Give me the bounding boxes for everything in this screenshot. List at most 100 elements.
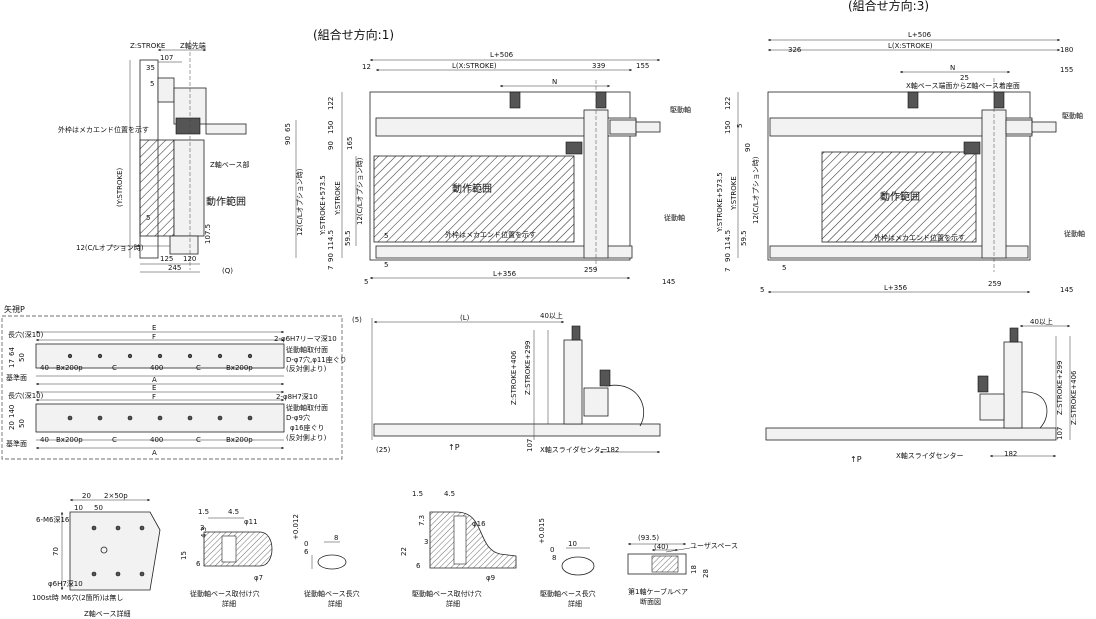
det3-section [429,511,517,569]
plan3-n: N [950,64,955,72]
arrowp-r1-hole: 2-φ6H7リーマ深10 [274,334,337,343]
det3-d4-5: 4.5 [444,490,455,498]
side-y-stroke: (Y:STROKE) [116,167,124,207]
zbase-note: 100st時 M6穴(2箇所)は無し [32,593,123,602]
plan1-d145: 145 [662,278,675,286]
plan1-cl: 12(C/Lオプション時) [356,157,364,225]
plan-view-dir1: L+506 L(X:STROKE) 12 339 155 N 駆動軸 従動軸 動… [319,51,691,286]
side-dim-107-5: 107.5 [204,224,212,244]
det1-d3: 3 [200,524,204,532]
side-dim-q: (Q) [222,267,233,275]
front-view-dir1: (5) (L) 40以上 Z:STROKE+406 Z:STROKE+299 1… [352,311,661,454]
plan3-cable-block-2 [993,91,1005,109]
arrow-view-p: 矢視P 長穴(深10) E F [1,304,347,460]
arrowp-holes-row1 [67,353,253,359]
z-tip-block [157,77,175,103]
plan3-d5c: 5 [760,286,764,294]
det3-d1-5: 1.5 [412,490,423,498]
front1-d5: (5) [352,316,362,324]
front3-d182: 182 [1004,450,1017,458]
arrowp-r2-slot: 長穴(深10) [8,391,44,400]
z-base-body [173,139,205,237]
det1-d4-3: 4.3 [200,527,208,538]
det5-cap1: 第1軸ケーブルベア [628,587,688,596]
plan3-d155: 155 [1060,66,1073,74]
det3-d9: φ9 [486,574,495,582]
front1-z-carriage [583,387,609,417]
plan3-z-block [963,141,981,155]
plan3-motion-label: 動作範囲 [880,190,920,203]
det1-d4-5: 4.5 [228,508,239,516]
det1-d7: φ7 [254,574,263,582]
det1-cap1: 従動軸ベース取付け穴 [190,589,260,598]
plan1-d90: 90 [327,141,335,150]
plan1-drive-axis: 駆動軸 [670,105,691,114]
arrowp-r1-50: 50 [18,353,26,362]
plan1-d155: 155 [636,62,649,70]
arrowp-frame [1,315,343,460]
plan1-ystroke: Y:STROKE [334,181,342,216]
det5-outer [627,553,687,575]
det1-d11: φ11 [244,518,258,526]
plan1-d259: 259 [584,266,597,274]
z-bracket [175,117,201,135]
arrowp-r1-a: A [152,376,157,384]
arrowp-r2-c2: C [196,436,201,444]
det1-d15: 15 [180,551,188,560]
detail-cable-bearer: (93.5) (40) ユーザスペース 28 18 第1軸ケーブルベア 断面図 [627,534,738,606]
zbase-m6: 6-M6深16 [36,515,70,524]
plan1-z-block [565,141,583,155]
arrowp-r2-e: E [152,384,156,392]
det4-d8: 8 [552,554,556,562]
plan3-d59-5: 59.5 [740,230,748,246]
arrowp-r1-mount: 従動軸取付面 [286,345,328,354]
plan3-d180: 180 [1060,46,1073,54]
title-direction-3: (組合せ方向:3) [848,0,929,13]
plan1-d122: 122 [327,97,335,110]
side-z-tip-label: Z軸先端 [180,41,206,50]
arrowp-r2-rev: (反対側より) [286,433,327,442]
det2-d6: 6 [304,548,309,556]
front3-z-column [1003,341,1023,429]
zbase-d50: 50 [94,504,103,512]
detail-follow-slot: 8 6 +0.012 0 従動軸ベース長穴 詳細 [292,514,360,608]
det3-d16: φ16 [472,520,486,528]
arrowp-r1-c1: C [112,364,117,372]
arrowp-r1-b2: Bx200p [226,364,253,372]
arrowp-r2-c1: C [112,436,117,444]
front3-z-top [1009,327,1019,343]
plan1-n: N [552,78,557,86]
arrowp-r2-f: F [152,393,156,401]
plan3-ys: Y:STROKE+573.5 [716,172,724,233]
front1-z-column [563,339,583,425]
det2-d8: 8 [334,534,338,542]
arrowp-r2-d2: φ16座ぐり [290,423,325,432]
det1-d1-5: 1.5 [198,508,209,516]
detail-drive-mount-hole: 1.5 4.5 φ16 7.3 3 22 6 φ9 駆動軸ベース取付け穴 詳細 [400,490,517,608]
plan3-d5: 5 [736,124,744,128]
plan3-d114-5: 114.5 [724,230,732,250]
plan3-d326: 326 [788,46,802,54]
plan3-l356: L+356 [884,284,908,292]
title-direction-1: (組合せ方向:1) [313,27,394,42]
det3-cap2: 詳細 [446,599,460,608]
det1-cap2: 詳細 [222,599,236,608]
front1-zs406: Z:STROKE+406 [510,350,518,405]
front1-zs299: Z:STROKE+299 [524,341,532,396]
plan3-d90b: 90 [724,253,732,262]
det5-d93-5: (93.5) [638,534,659,542]
front1-p: ↑P [448,443,460,452]
side-dim-12: 12(C/Lオプション時) [296,168,304,236]
plan3-follow-beam [769,245,1029,259]
arrowp-r1-40: 40 [40,364,49,372]
arrowp-holes-row2 [67,415,253,421]
det1-d6: 6 [196,560,201,568]
detail-drive-slot: 10 8 +0.015 0 駆動軸ベース長穴 詳細 [538,518,596,608]
zbase-plate [69,511,161,591]
arrowp-r1-17: 17 [8,359,16,368]
front3-cable [1021,391,1048,429]
zbase-d10: 10 [74,504,83,512]
side-dim-90: 90 [284,136,292,145]
det4-d10: 10 [568,540,577,548]
front1-d25: (25) [376,446,391,454]
